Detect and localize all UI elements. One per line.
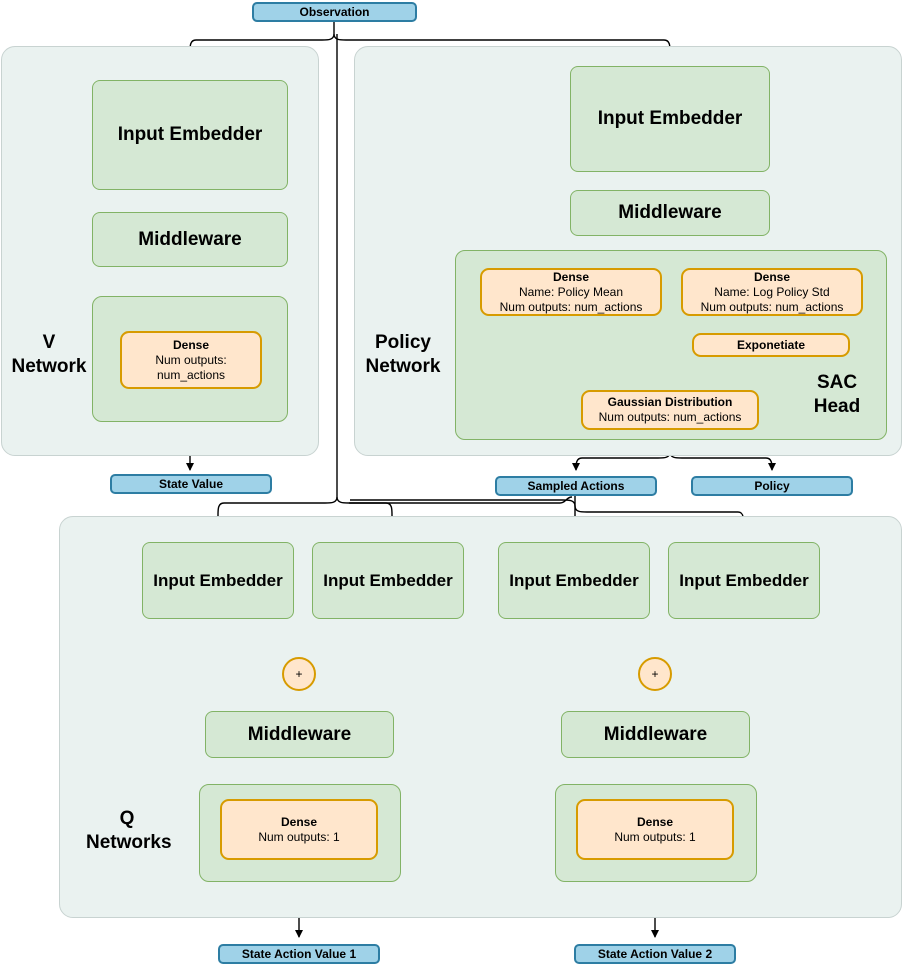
state-action-value-1-output[interactable]: State Action Value 1 (218, 944, 380, 964)
policy-middleware[interactable]: Middleware (570, 190, 770, 236)
q2-input-embedder-obs[interactable]: Input Embedder (498, 542, 650, 619)
dense-policy-mean-title: Dense (552, 269, 590, 284)
dense-policy-mean-name: Name: Policy Mean (518, 284, 624, 299)
v-network-label: V Network (11, 332, 87, 377)
q1-dense-box[interactable]: Dense Num outputs: 1 (220, 799, 378, 860)
dense-policy-mean[interactable]: Dense Name: Policy Mean Num outputs: num… (480, 268, 662, 316)
policy-network-label: Policy Network (365, 332, 441, 377)
exponetiate-box[interactable]: Exponetiate (692, 333, 850, 357)
v-input-embedder[interactable]: Input Embedder (92, 80, 288, 190)
state-value-output[interactable]: State Value (110, 474, 272, 494)
gaussian-distribution-box[interactable]: Gaussian Distribution Num outputs: num_a… (581, 390, 759, 430)
q2-dense-outputs: Num outputs: 1 (614, 829, 696, 844)
dense-log-policy-std[interactable]: Dense Name: Log Policy Std Num outputs: … (681, 268, 863, 316)
q-networks-label: Q Networks (86, 808, 172, 853)
gaussian-outputs: Num outputs: num_actions (598, 410, 742, 424)
q1-middleware[interactable]: Middleware (205, 711, 394, 758)
observation-node[interactable]: Observation (252, 2, 417, 22)
q2-input-embedder-action[interactable]: Input Embedder (668, 542, 820, 619)
dense-policy-mean-outputs: Num outputs: num_actions (499, 299, 643, 314)
q1-add-node[interactable]: + (282, 657, 316, 691)
policy-output[interactable]: Policy (691, 476, 853, 496)
dense-log-policy-std-title: Dense (753, 269, 791, 284)
v-middleware[interactable]: Middleware (92, 212, 288, 267)
q1-dense-outputs: Num outputs: 1 (258, 829, 340, 844)
q1-input-embedder-action[interactable]: Input Embedder (312, 542, 464, 619)
dense-log-policy-std-name: Name: Log Policy Std (714, 284, 830, 299)
q2-dense-title: Dense (636, 814, 674, 829)
v-dense-box[interactable]: Dense Num outputs: num_actions (120, 331, 262, 389)
q2-add-node[interactable]: + (638, 657, 672, 691)
sampled-actions-output[interactable]: Sampled Actions (495, 476, 657, 496)
state-action-value-2-output[interactable]: State Action Value 2 (574, 944, 736, 964)
sac-head-label: SAC Head (813, 372, 861, 417)
v-dense-outputs: Num outputs: num_actions (155, 352, 227, 382)
dense-log-policy-std-outputs: Num outputs: num_actions (700, 299, 844, 314)
q1-dense-title: Dense (280, 814, 318, 829)
v-dense-title: Dense (172, 337, 210, 352)
gaussian-title: Gaussian Distribution (607, 395, 733, 409)
q1-input-embedder-obs[interactable]: Input Embedder (142, 542, 294, 619)
policy-input-embedder[interactable]: Input Embedder (570, 66, 770, 172)
q2-middleware[interactable]: Middleware (561, 711, 750, 758)
q2-dense-box[interactable]: Dense Num outputs: 1 (576, 799, 734, 860)
